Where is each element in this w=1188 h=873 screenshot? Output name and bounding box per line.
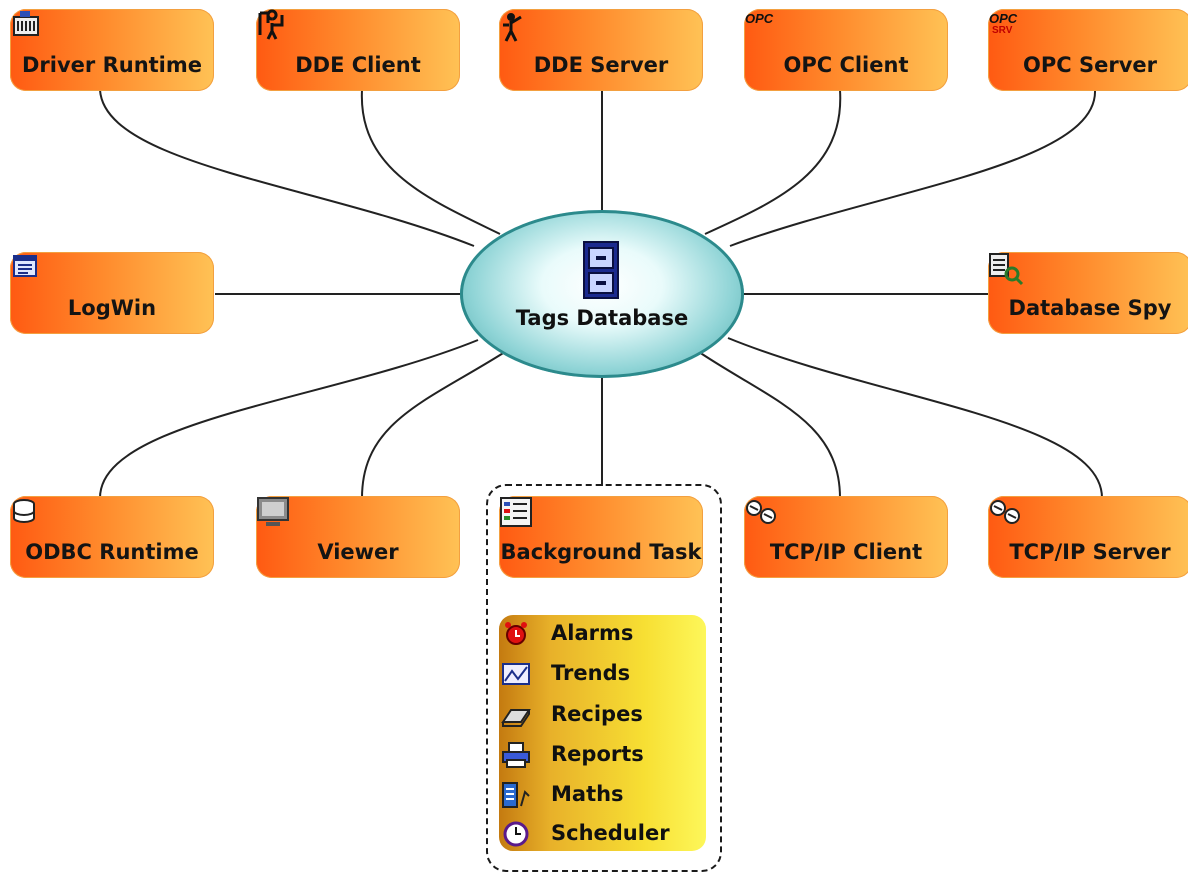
subitem-maths[interactable]: Maths [499, 776, 706, 816]
clock-icon [503, 821, 529, 847]
node-odbc-runtime[interactable]: ODBC Runtime [10, 496, 214, 578]
subitem-label: Maths [551, 782, 624, 806]
subitem-label: Alarms [551, 621, 634, 645]
node-database-spy[interactable]: Database Spy [988, 252, 1188, 334]
printer-icon [502, 742, 530, 768]
subitem-label: Scheduler [551, 821, 670, 845]
opc-icon: OPC [745, 11, 774, 26]
database-spy-icon [989, 253, 1024, 286]
dde-client-icon [258, 9, 284, 40]
svg-text:SRV: SRV [992, 25, 1013, 36]
node-label: OPC Server [1023, 53, 1157, 77]
network-server-icon [990, 500, 1020, 524]
node-label: OPC Client [783, 53, 909, 77]
subitem-label: Reports [551, 742, 644, 766]
node-label: LogWin [67, 296, 157, 320]
calculator-icon [502, 782, 530, 808]
driver-icon [13, 11, 39, 36]
dde-server-icon [503, 13, 522, 42]
subitem-recipes[interactable]: Recipes [499, 696, 706, 736]
link-tcpip-server [727, 337, 1103, 499]
node-opc-client[interactable]: OPC OPC Client [744, 9, 948, 91]
link-dde-client [360, 89, 501, 235]
filing-cabinet-icon [583, 241, 619, 299]
node-viewer[interactable]: Viewer [256, 496, 460, 578]
background-task-group-border [486, 484, 722, 872]
node-label: Driver Runtime [21, 53, 203, 77]
node-tcpip-server[interactable]: TCP/IP Server [988, 496, 1188, 578]
svg-text:OPC: OPC [745, 11, 774, 26]
subitem-label: Trends [551, 661, 631, 685]
link-opc-server [729, 89, 1097, 247]
node-label: ODBC Runtime [25, 540, 199, 564]
node-tcpip-client[interactable]: TCP/IP Client [744, 496, 948, 578]
link-opc-client [704, 89, 842, 235]
alarm-icon [505, 622, 527, 645]
link-tcpip-client [695, 349, 841, 499]
node-opc-server[interactable]: OPC SRV OPC Server [988, 9, 1188, 91]
node-label: TCP/IP Client [769, 540, 923, 564]
hub-label: Tags Database [515, 306, 689, 330]
svg-text:OPC: OPC [989, 11, 1018, 26]
node-label: DDE Client [295, 53, 421, 77]
tags-database-hub[interactable]: Tags Database [460, 210, 744, 378]
subitem-label: Recipes [551, 702, 643, 726]
odbc-icon [13, 499, 35, 523]
recipe-icon [501, 709, 531, 727]
subitem-alarms[interactable]: Alarms [499, 615, 706, 655]
network-icon [746, 500, 776, 524]
node-label: TCP/IP Server [1009, 540, 1171, 564]
node-dde-server[interactable]: DDE Server [499, 9, 703, 91]
node-logwin[interactable]: LogWin [10, 252, 214, 334]
link-odbc-runtime [99, 339, 479, 499]
subitem-trends[interactable]: Trends [499, 655, 706, 695]
opc-server-icon: OPC SRV [989, 11, 1018, 36]
node-driver-runtime[interactable]: Driver Runtime [10, 9, 214, 91]
log-window-icon [13, 255, 37, 277]
subitem-scheduler[interactable]: Scheduler [499, 815, 706, 855]
node-label: Database Spy [1008, 296, 1172, 320]
node-label: DDE Server [533, 53, 669, 77]
link-viewer [361, 349, 509, 499]
subitem-reports[interactable]: Reports [499, 736, 706, 776]
trend-chart-icon [502, 663, 530, 685]
node-label: Viewer [317, 540, 399, 564]
node-label: Background Task [500, 540, 702, 564]
task-list-icon [500, 497, 532, 527]
background-task-subpanel: Alarms Trends Recipes Reports Maths [499, 615, 706, 851]
node-dde-client[interactable]: DDE Client [256, 9, 460, 91]
monitor-icon [257, 497, 289, 526]
node-background-task[interactable]: Background Task [499, 496, 703, 578]
link-driver-runtime [99, 89, 475, 247]
